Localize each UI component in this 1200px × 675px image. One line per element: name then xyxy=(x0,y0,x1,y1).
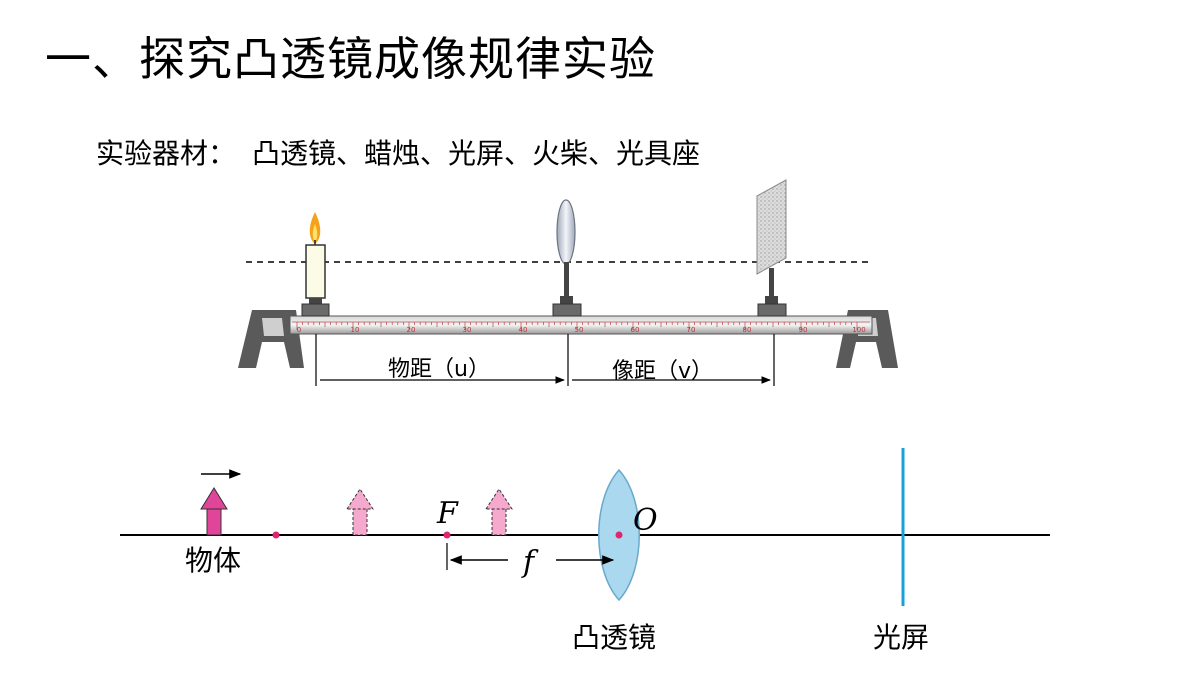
materials-items: 凸透镜、蜡烛、光屏、火柴、光具座 xyxy=(252,137,701,170)
bench-tick-labels: 0 10 20 30 40 50 60 70 80 90 100 xyxy=(297,326,866,334)
materials-label: 实验器材： xyxy=(96,137,237,170)
bench-lens xyxy=(552,199,582,317)
bench-left-leg xyxy=(238,310,304,368)
optical-center-label: O xyxy=(633,503,658,538)
ruler-tick-label: 0 xyxy=(297,326,301,334)
materials-line: 实验器材： 凸透镜、蜡烛、光屏、火柴、光具座 xyxy=(96,140,700,168)
bench-screen xyxy=(756,179,787,317)
focal-length-label: f xyxy=(521,545,539,580)
ruler-tick-label: 20 xyxy=(407,326,416,334)
ghost-arrow-left xyxy=(346,488,374,536)
ray-diagram: f F O 物体 凸透镜 光屏 xyxy=(120,448,1050,654)
object-arrow xyxy=(200,487,228,536)
ruler-tick-label: 70 xyxy=(687,326,696,334)
ruler-tick-label: 80 xyxy=(743,326,752,334)
candle xyxy=(301,212,330,317)
ruler-tick-label: 60 xyxy=(631,326,640,334)
page-title: 一、探究凸透镜成像规律实验 xyxy=(45,32,656,86)
ruler-tick-label: 90 xyxy=(799,326,808,334)
ruler-tick-label: 100 xyxy=(852,326,865,334)
focal-point xyxy=(443,531,451,539)
ruler-tick-label: 50 xyxy=(575,326,584,334)
ruler-tick-label: 30 xyxy=(463,326,472,334)
focus-label: F xyxy=(436,496,459,531)
two-focal-point xyxy=(272,531,280,539)
ghost-arrow-right xyxy=(485,488,513,536)
object-label: 物体 xyxy=(185,544,241,577)
optical-bench: 0 10 20 30 40 50 60 70 80 90 100 xyxy=(238,179,898,386)
ruler-tick-label: 40 xyxy=(519,326,528,334)
ruler-tick-label: 10 xyxy=(351,326,360,334)
image-distance-label: 像距（v） xyxy=(612,359,713,384)
distance-markers: 物距（u） 像距（v） xyxy=(315,334,775,386)
screen-label: 光屏 xyxy=(873,621,929,654)
object-distance-label: 物距（u） xyxy=(388,357,490,382)
lens-label: 凸透镜 xyxy=(572,621,656,654)
optical-center-point xyxy=(615,531,623,539)
bench-minor-ticks xyxy=(296,322,858,330)
